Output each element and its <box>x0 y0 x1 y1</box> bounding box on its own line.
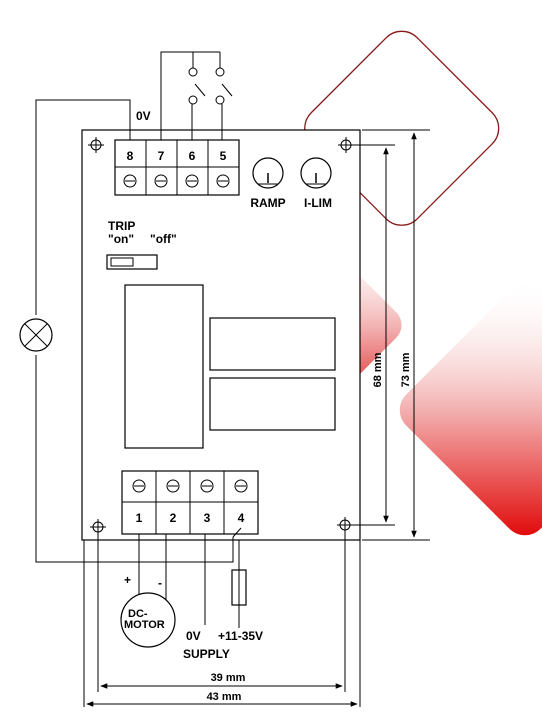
terminal-screw-icon <box>123 174 137 188</box>
supply-label: SUPPLY <box>183 647 230 661</box>
mounting-hole-tl <box>88 137 104 153</box>
ramp-label: RAMP <box>250 196 285 210</box>
motor-label-line2: MOTOR <box>124 619 165 631</box>
bottom-wiring <box>138 534 240 628</box>
terminal-label-2: 2 <box>170 511 177 525</box>
terminal-screw-icon <box>166 479 180 493</box>
trip-on-label: "on" <box>108 232 134 246</box>
trip-switch <box>106 254 158 270</box>
terminal-screw-icon <box>234 479 248 493</box>
mounting-holes <box>88 137 354 535</box>
terminal-label-6: 6 <box>189 149 196 163</box>
terminal-screw-icon <box>132 479 146 493</box>
supply-0v-label: 0V <box>186 629 201 643</box>
top-terminal-block: 8 7 6 5 <box>114 139 240 196</box>
motor-plus-label: + <box>124 573 131 587</box>
terminal-screw-icon <box>185 174 199 188</box>
mounting-hole-br <box>337 517 353 533</box>
decor-red-diamond-right <box>399 284 542 536</box>
motor-label-line1: DC- <box>128 608 148 620</box>
dc-motor-icon <box>120 592 176 648</box>
width-dimensions <box>83 533 361 707</box>
mounting-hole-tr <box>338 137 354 153</box>
top-wiring <box>35 51 242 563</box>
supply-voltage-label: +11-35V <box>218 629 263 643</box>
terminal-label-8: 8 <box>127 149 134 163</box>
trip-label: TRIP <box>108 219 135 233</box>
lamp-icon <box>19 318 53 352</box>
motor-minus-label: - <box>158 576 162 590</box>
fuse-icon <box>231 569 247 606</box>
ilim-potentiometer-icon <box>300 157 332 189</box>
terminal-label-1: 1 <box>136 511 143 525</box>
dimension-outer-width: 43 mm <box>207 691 242 703</box>
top-0v-label: 0V <box>136 109 151 123</box>
dimension-inner-height: 68 mm <box>372 352 384 387</box>
relay-lower <box>209 377 336 431</box>
ilim-label: I-LIM <box>304 196 332 210</box>
ramp-potentiometer-icon <box>252 157 284 189</box>
relay-upper <box>209 317 336 371</box>
large-component <box>124 284 204 449</box>
terminal-screw-icon <box>216 174 230 188</box>
terminal-screw-icon <box>200 479 214 493</box>
terminal-label-3: 3 <box>204 511 211 525</box>
trip-off-label: "off" <box>150 232 177 246</box>
dimension-inner-width: 39 mm <box>211 672 246 684</box>
dimension-outer-height: 73 mm <box>400 352 412 387</box>
height-dimensions <box>352 129 430 541</box>
terminal-screw-icon <box>154 174 168 188</box>
terminal-label-5: 5 <box>220 149 227 163</box>
terminal-label-7: 7 <box>158 149 165 163</box>
bottom-terminal-block: 1 2 3 4 <box>121 470 259 535</box>
terminal-label-4: 4 <box>238 511 245 525</box>
mounting-hole-bl <box>90 519 106 535</box>
